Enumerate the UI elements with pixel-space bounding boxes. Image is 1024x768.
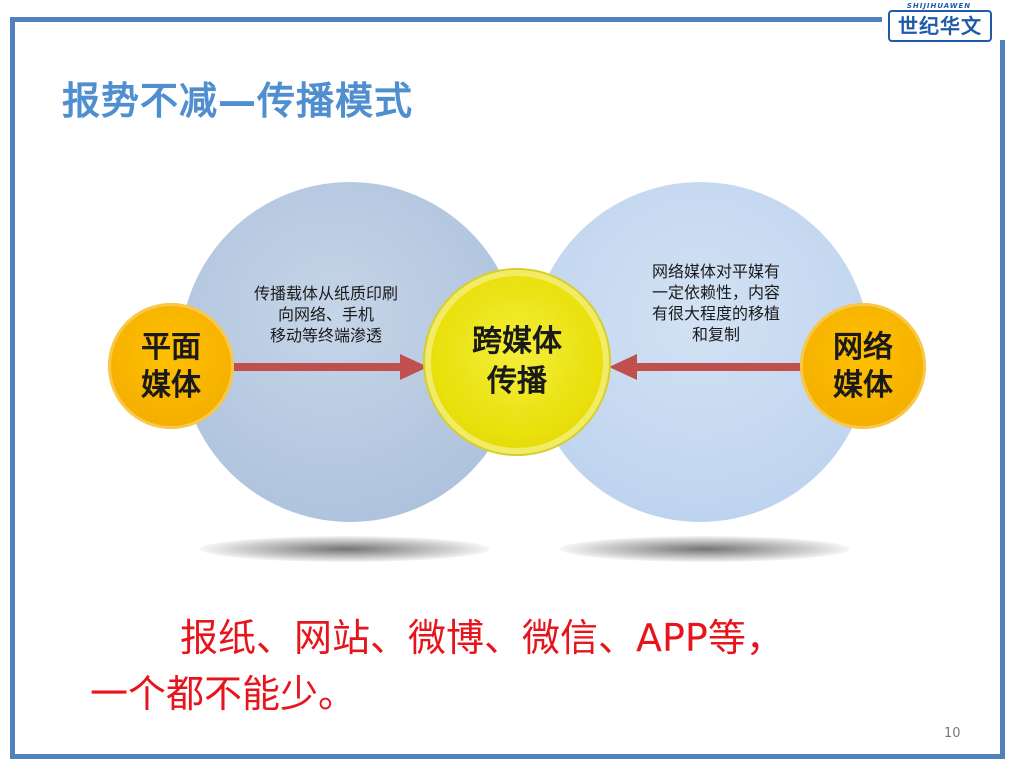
left-caption: 传播载体从纸质印刷 向网络、手机 移动等终端渗透 [228,283,424,346]
node-label-line: 平面 [141,330,201,365]
node-label-line: 跨媒体 [472,324,562,359]
left-sphere-shadow [200,536,490,562]
frame-top-border [10,17,882,22]
right-caption: 网络媒体对平媒有 一定依赖性，内容 有很大程度的移植 和复制 [620,261,812,345]
logo-wordmark: 世纪华文 [888,10,992,42]
logo-pinyin: SHIJIHUAWEN [906,2,972,10]
right-caption-line: 和复制 [691,325,740,344]
frame-left-border [10,17,15,759]
left-caption-line: 移动等终端渗透 [269,326,382,345]
conclusion-line-1: 报纸、网站、微博、微信、APP等， [90,610,970,666]
print-media-label: 平面 媒体 [108,329,234,405]
node-label-line: 网络 [833,330,893,365]
right-caption-line: 网络媒体对平媒有 [651,262,780,281]
node-label-line: 传播 [487,364,547,399]
brand-logo: SHIJIHUAWEN 世纪华文 [884,2,994,42]
left-caption-line: 传播载体从纸质印刷 [253,284,398,303]
conclusion-line-2: 一个都不能少。 [90,672,357,716]
left-caption-line: 向网络、手机 [277,305,374,324]
node-label-line: 媒体 [141,368,201,403]
network-media-node: 网络 媒体 [800,303,926,429]
cross-media-label: 跨媒体 传播 [425,322,609,402]
frame-bottom-border [10,754,1005,759]
cross-media-node: 跨媒体 传播 [425,270,609,454]
node-label-line: 媒体 [833,368,893,403]
print-media-node: 平面 媒体 [108,303,234,429]
right-caption-line: 有很大程度的移植 [651,304,780,323]
right-arrow-icon [234,354,428,380]
right-sphere-shadow [560,536,850,562]
left-arrow-icon [609,354,803,380]
slide-title: 报势不减—传播模式 [62,79,414,123]
conclusion-text: 报纸、网站、微博、微信、APP等， 一个都不能少。 [90,610,970,722]
network-media-label: 网络 媒体 [800,329,926,405]
conclusion-line-1-text: 报纸、网站、微博、微信、APP等， [180,616,784,660]
right-caption-line: 一定依赖性，内容 [651,283,780,302]
frame-right-border [1000,40,1005,759]
page-number: 10 [944,726,961,741]
